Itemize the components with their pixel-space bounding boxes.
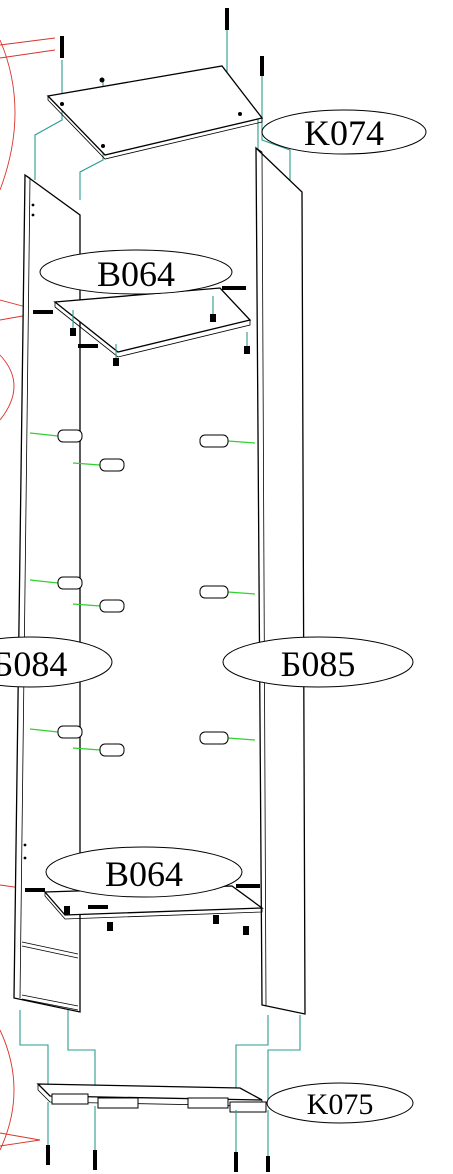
- right-side-panel: [255, 146, 306, 1015]
- label-v064-top-text: B064: [97, 254, 175, 294]
- label-v064-bottom: B064: [45, 846, 243, 898]
- label-b085-text: Б085: [281, 644, 356, 684]
- left-side-panel: [13, 173, 81, 1013]
- label-v064-top: B064: [39, 249, 233, 295]
- label-k075: K075: [266, 1082, 414, 1124]
- base-k075: [36, 1083, 270, 1172]
- top-panel-k074: [46, 65, 264, 160]
- label-k074-text: K074: [304, 113, 384, 153]
- top-shelf: [33, 286, 252, 366]
- label-k075-text: K075: [307, 1088, 374, 1121]
- dowels: [29, 429, 256, 757]
- top-screws: [60, 8, 264, 76]
- label-k074: K074: [261, 109, 427, 155]
- label-b084: Б084: [0, 636, 113, 688]
- label-v064-bottom-text: B064: [105, 854, 183, 894]
- label-b084-text: Б084: [0, 644, 67, 684]
- callout-arcs: [0, 37, 56, 1151]
- label-b085: Б085: [222, 636, 414, 688]
